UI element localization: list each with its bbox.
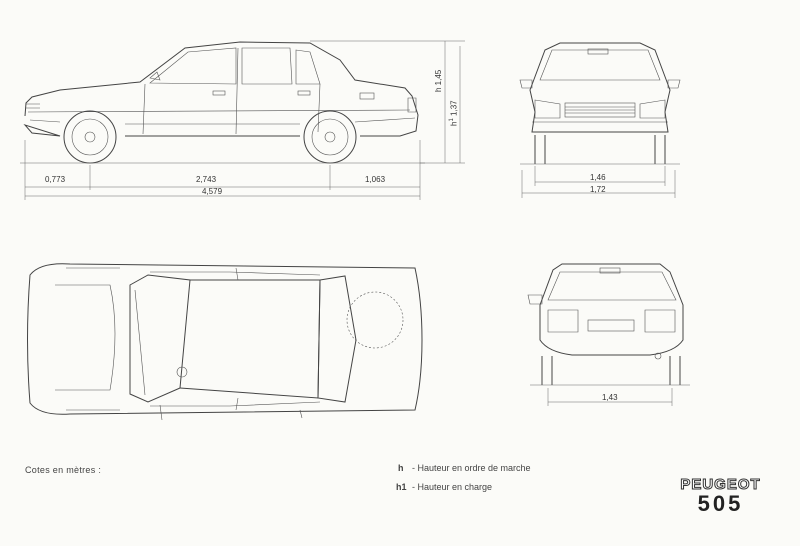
length-dim: 4,579	[202, 187, 223, 196]
rear-overhang-dim: 1,063	[365, 175, 386, 184]
front-view	[519, 42, 681, 198]
front-overhang-dim: 0,773	[45, 175, 66, 184]
front-track-dim: 1,46	[590, 173, 606, 182]
height-h-label: h	[434, 87, 443, 92]
height-h1-sup: 1	[449, 118, 455, 122]
units-note: Cotes en mètres :	[25, 465, 102, 475]
legend-h-desc: - Hauteur en ordre de marche	[412, 463, 531, 473]
wheelbase-dim: 2,743	[196, 175, 217, 184]
height-h1-value: 1,37	[449, 100, 459, 116]
brand-model: 505	[697, 491, 744, 516]
height-h-dim: h 1,45	[434, 70, 443, 92]
legend-h-key: h	[398, 463, 404, 473]
width-dim: 1,72	[590, 185, 606, 194]
brand-name: PEUGEOT	[680, 476, 761, 493]
height-h1-dim: h1 1,37	[449, 100, 459, 126]
height-h-value: 1,45	[434, 69, 443, 86]
rear-track-dim: 1,43	[602, 393, 618, 402]
legend-h1-key: h1	[396, 482, 407, 492]
rear-view	[527, 263, 690, 406]
legend-h1-desc: - Hauteur en charge	[412, 482, 493, 492]
height-h1-label: h	[449, 121, 459, 126]
side-view	[20, 40, 465, 200]
brand-block: PEUGEOT 505	[668, 476, 773, 516]
top-view	[27, 263, 423, 421]
